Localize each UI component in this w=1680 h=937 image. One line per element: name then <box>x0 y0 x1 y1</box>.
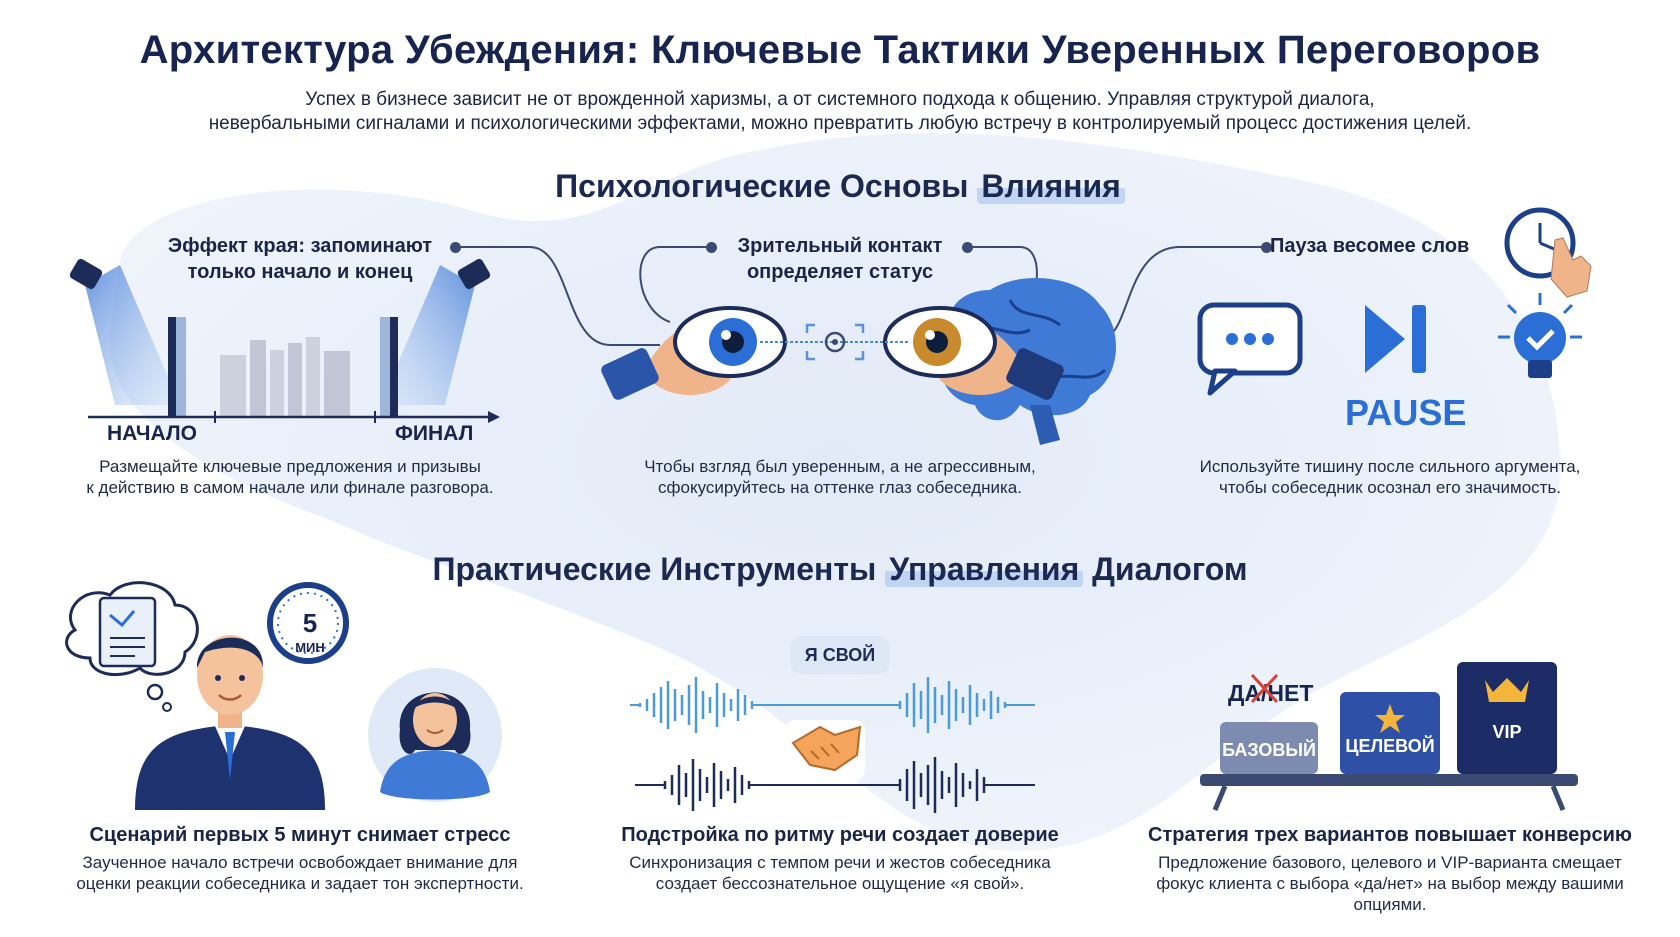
card-script-desc: Заученное начало встречи освобождает вни… <box>40 852 560 894</box>
speech-bubble-text: Я СВОЙ <box>804 645 876 665</box>
card-edge-effect-desc: Размещайте ключевые предложения и призыв… <box>60 456 520 498</box>
spotlight-left-icon <box>69 258 103 290</box>
label-end: ФИНАЛ <box>395 422 474 445</box>
intro-line-1: Успех в бизнесе зависит не от врожденной… <box>305 89 1375 110</box>
waveform-illustration <box>630 677 1035 813</box>
desc-line: фокус клиента с выбора «да/нет» на выбор… <box>1156 874 1624 893</box>
intro-text: Успех в бизнесе зависит не от врожденной… <box>140 88 1540 136</box>
section1-heading-highlight: Влияния <box>977 168 1125 204</box>
tier-target-label: ЦЕЛЕВОЙ <box>1345 736 1435 756</box>
handshake-icon <box>785 720 865 780</box>
card-edge-effect-caption: Эффект края: запоминают только начало и … <box>140 233 460 285</box>
card-pause-desc: Используйте тишину после сильного аргуме… <box>1150 456 1630 498</box>
intro-line-2: невербальными сигналами и психологически… <box>208 113 1472 134</box>
section1-heading-plain: Психологические Основы <box>555 168 978 204</box>
card-options-caption: Стратегия трех вариантов повышает конвер… <box>1148 824 1632 846</box>
timer-number: 5 <box>302 608 318 638</box>
card-eye-contact-caption: Зрительный контакт определяет статус <box>690 233 990 285</box>
connector-dot <box>962 242 973 253</box>
three-tier-illustration <box>1200 662 1578 811</box>
desc-line: Заученное начало встречи освобождает вни… <box>82 853 518 872</box>
desc-line: опциями. <box>1353 895 1427 914</box>
pause-label: PAUSE <box>1345 392 1467 433</box>
tier-basic-label: БАЗОВЫЙ <box>1222 740 1316 760</box>
caption-line: определяет статус <box>746 261 934 283</box>
card-eye-contact-desc: Чтобы взгляд был уверенным, а не агресси… <box>600 456 1080 498</box>
crown-icon <box>1485 678 1529 702</box>
desc-line: чтобы собеседник осознал его значимость. <box>1218 478 1562 497</box>
businessman-avatar <box>135 635 325 810</box>
timer-icon <box>267 582 349 664</box>
eye-contact-illustration <box>601 278 1117 445</box>
first-five-minutes-illustration <box>65 581 502 810</box>
desc-line: к действию в самом начале или финале раз… <box>86 478 494 497</box>
pointing-hand-icon <box>1550 237 1592 298</box>
spotlight-chart-illustration <box>69 258 500 423</box>
spotlight-right-icon <box>457 258 491 290</box>
card-script-caption: Сценарий первых 5 минут снимает стресс <box>89 824 511 846</box>
tier-basic-box <box>1220 722 1318 774</box>
tier-vip-box <box>1457 662 1557 774</box>
desc-line: создает бессознательное ощущение «я свой… <box>655 874 1025 893</box>
lightbulb-icon <box>1498 293 1582 378</box>
card-rhythm-caption: Подстройка по ритму речи создает доверие <box>621 824 1059 846</box>
caption-line: Зрительный контакт <box>737 235 943 257</box>
section2-heading-plain: Практические Инструменты <box>432 551 886 587</box>
page-title: Архитектура Убеждения: Ключевые Тактики … <box>139 28 1541 72</box>
pause-play-icon <box>1365 305 1426 373</box>
label-start: НАЧАЛО <box>107 422 197 445</box>
waveform-top <box>638 677 1007 733</box>
section2-heading: Практические Инструменты Управления Диал… <box>0 551 1680 588</box>
timer-unit: МИН <box>295 640 325 655</box>
pause-illustration <box>1197 207 1592 396</box>
speech-bubble: Я СВОЙ <box>790 636 890 674</box>
card-pause-caption: Пауза весомее слов <box>1270 235 1470 257</box>
desc-line: Чтобы взгляд был уверенным, а не агресси… <box>644 457 1036 476</box>
yes-no-crossed-icon <box>1250 673 1279 704</box>
desc-line: оценки реакции собеседника и задает тон … <box>76 874 524 893</box>
connector-dot <box>450 242 461 253</box>
caption-line: Эффект края: запоминают <box>167 235 433 257</box>
card-rhythm-desc: Синхронизация с темпом речи и жестов соб… <box>590 852 1090 894</box>
woman-avatar <box>368 668 502 802</box>
desc-line: Предложение базового, целевого и VIP-вар… <box>1158 853 1622 872</box>
desc-line: Размещайте ключевые предложения и призыв… <box>99 457 481 476</box>
desc-line: сфокусируйтесь на оттенке глаз собеседни… <box>658 478 1022 497</box>
section2-heading-highlight: Управления <box>885 551 1084 587</box>
desc-line: Используйте тишину после сильного аргуме… <box>1199 457 1581 476</box>
desc-line: Синхронизация с темпом речи и жестов соб… <box>629 853 1051 872</box>
tier-vip-label: VIP <box>1492 722 1522 742</box>
tier-target-box <box>1340 692 1440 774</box>
section2-heading-plain-2: Диалогом <box>1083 551 1248 587</box>
star-icon <box>1375 704 1405 733</box>
caption-line: только начало и конец <box>187 261 413 283</box>
connector-dot <box>1261 242 1272 253</box>
card-options-desc: Предложение базового, целевого и VIP-вар… <box>1130 852 1650 915</box>
script-document-icon <box>98 596 157 668</box>
connector-dot <box>706 242 717 253</box>
section1-heading: Психологические Основы Влияния <box>0 168 1680 205</box>
focus-target-icon <box>805 323 865 361</box>
